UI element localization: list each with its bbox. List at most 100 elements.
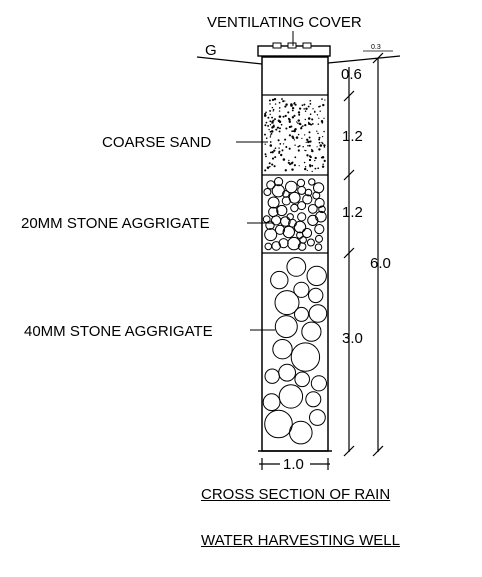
sand-grain [321,142,324,145]
stone20-depth-label: 1.2 [342,204,363,221]
sand-grain [284,105,287,108]
stone-20mm [297,185,307,195]
sand-grain [264,143,266,145]
sand-grain [270,133,273,135]
sand-grain [281,149,284,152]
sand-grain [273,165,276,168]
sand-grain [271,151,274,154]
sand-grain [285,127,288,130]
sand-grain [304,123,307,127]
sand-grain [308,122,311,125]
sand-grain [273,149,276,152]
stone-20mm [318,205,326,214]
stone-20mm [263,188,272,196]
sand-grain [309,164,312,167]
sand-grain [321,141,323,144]
sand-grain [278,107,281,109]
sand-grain [277,139,280,142]
sand-grain [264,169,267,172]
cover-label: VENTILATING COVER [207,14,362,31]
sand-grain [314,167,317,170]
sand-grain [288,125,292,129]
sand-grain [308,158,312,162]
sand-grain [295,136,299,139]
sand-grain [273,98,277,101]
stone-20mm [299,236,307,244]
sand-grain [272,110,274,112]
sand-grain [281,98,283,100]
sand-grain [323,159,326,163]
stone-40mm [294,371,311,388]
sand-grain [274,118,276,121]
sand-grain [316,114,319,116]
sand-grain [313,111,316,113]
stone-20mm [266,180,276,190]
sand-grain [305,107,308,111]
sand-grain [311,149,314,153]
sand-depth-label: 1.2 [342,128,363,145]
sand-grain [278,147,280,149]
sand-grain [323,146,326,148]
stone-20mm [274,224,286,235]
stone-40mm [306,265,327,287]
sand-grain [288,134,291,137]
sand-grain [314,159,316,162]
stone-40mm [289,420,313,445]
stone-20mm [301,227,313,239]
sand-grain [297,149,300,152]
sand-grain [284,100,286,102]
sand-grain [306,169,308,172]
stone-20mm [264,228,278,242]
stone-20mm [290,203,299,213]
stone-20mm [271,241,282,251]
sand-grain [303,108,305,110]
sand-grain [291,161,294,163]
sand-grain [321,98,323,100]
stone-40mm-fill [262,257,328,445]
sand-grain [317,132,319,135]
sand-grain [280,123,283,126]
stone-20mm [315,234,323,243]
sand-label: COARSE SAND [102,134,211,151]
width-label: 1.0 [283,456,304,473]
sand-grain [307,117,311,120]
sand-grain [296,121,298,123]
sand-grain [291,116,295,119]
sand-grain [274,147,277,150]
ground-line-left [196,56,263,65]
sand-grain [293,103,295,105]
sand-grain [298,145,301,147]
sand-grain [265,155,267,158]
sand-grain [268,99,271,102]
stone-40mm [270,270,289,290]
sand-grain [291,109,294,112]
stone-20mm [267,196,280,209]
sand-grain [280,153,283,157]
sand-grain [309,99,312,102]
sand-grain [309,113,312,116]
sand-grain [303,167,307,171]
sand-grain [288,147,291,150]
sand-grain [304,110,307,113]
sand-grain [293,114,296,117]
sand-grain [319,105,321,107]
stone-20mm [314,243,323,251]
sand-grain [264,153,267,156]
sand-grain [308,144,311,147]
sand-grain [269,130,272,133]
stone-20mm [297,201,307,211]
coarse-sand-fill [263,98,326,173]
sand-grain [265,111,267,114]
layer-dimension-line [343,67,355,457]
sand-grain [291,130,293,132]
sand-grain [311,118,314,121]
stone-40mm [274,315,298,339]
sand-grain [298,119,300,122]
stone40-depth-label: 3.0 [342,330,363,347]
sand-grain [278,115,282,118]
sand-grain [314,156,317,160]
stone40-label: 40MM STONE AGGRIGATE [24,323,213,340]
sand-grain [271,106,274,109]
stone-40mm [290,342,321,372]
